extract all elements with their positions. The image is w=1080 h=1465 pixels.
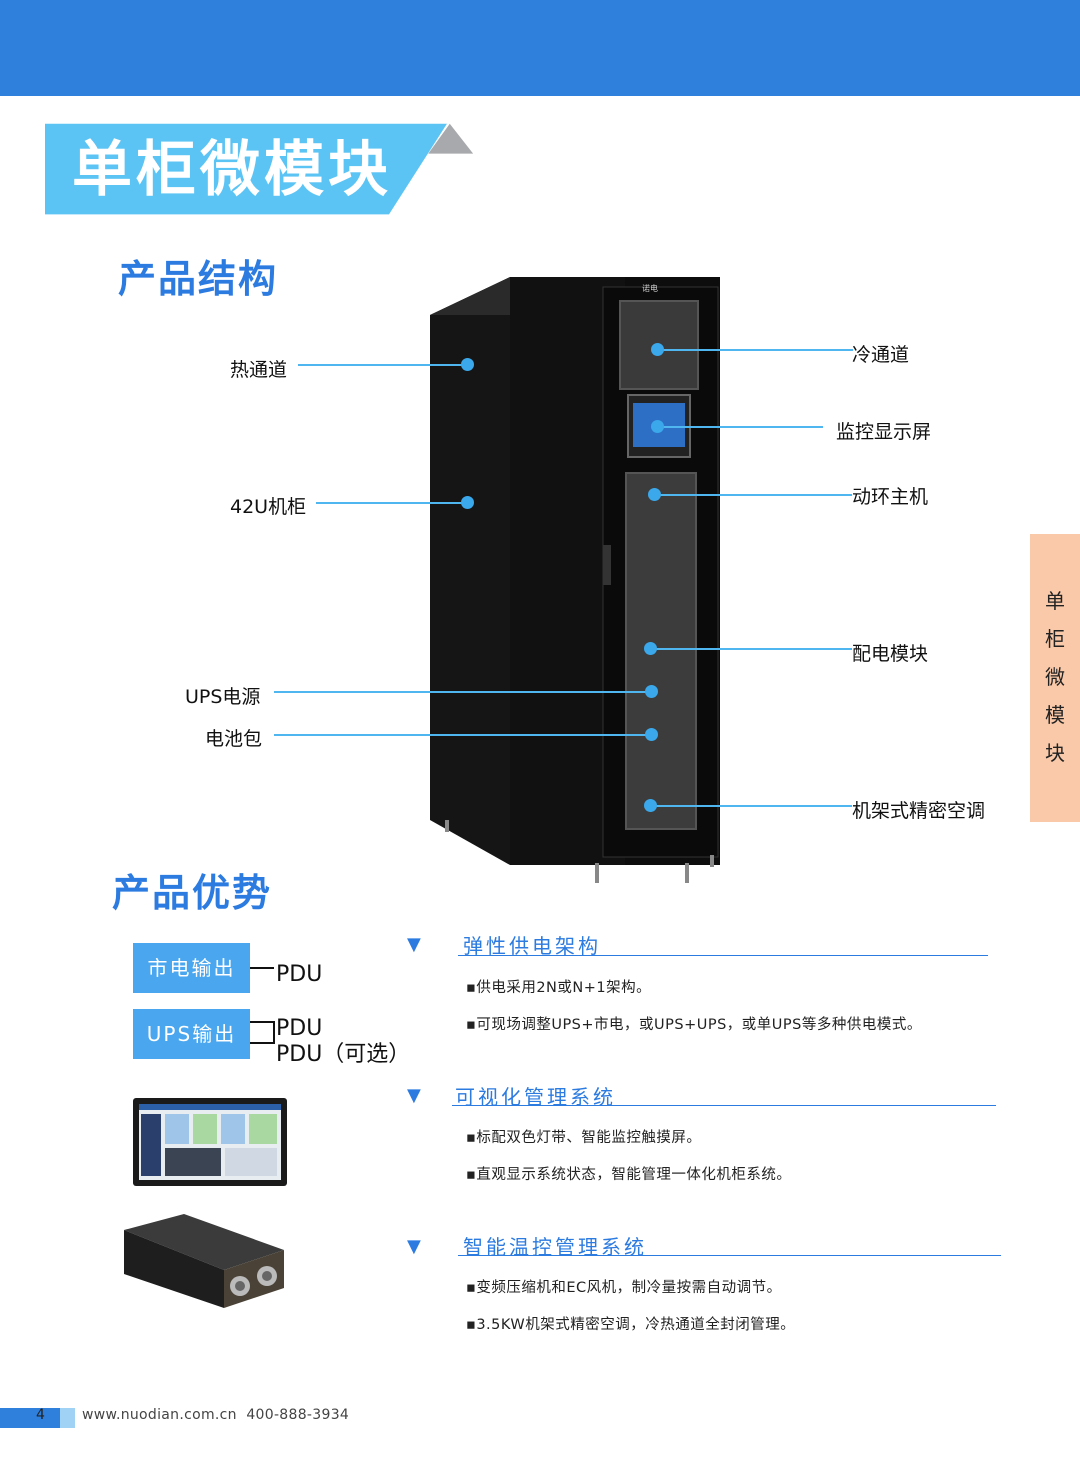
callout-power-module: 配电模块 <box>852 643 929 665</box>
callout-monitor-screen: 监控显示屏 <box>836 421 932 443</box>
side-tab-char: 单 <box>1045 589 1065 613</box>
section-title-structure: 产品结构 <box>118 257 279 301</box>
ac-unit-image <box>124 1214 284 1308</box>
feature-arrow-icon: ▼ <box>407 1236 421 1257</box>
touchscreen-image <box>133 1098 287 1186</box>
feature-arrow-icon: ▼ <box>407 1085 421 1106</box>
callout-line-battery <box>274 734 651 736</box>
callout-dot-ups <box>645 685 658 698</box>
callout-line-rack-ac <box>651 805 852 807</box>
cabinet-illustration: 诺电 <box>430 277 720 883</box>
side-tab-char: 微 <box>1045 665 1065 689</box>
feature-item: ▪供电采用2N或N+1架构。 <box>466 980 652 996</box>
svg-text:诺电: 诺电 <box>642 283 658 293</box>
side-tab <box>1030 534 1080 822</box>
feature-item: ▪3.5KW机架式精密空调，冷热通道全封闭管理。 <box>466 1317 796 1333</box>
callout-line-env-host <box>655 494 852 496</box>
side-tab-text: 单 柜 微 模 块 <box>1030 582 1080 772</box>
footer-accent <box>60 1408 75 1428</box>
footer-contact: www.nuodian.com.cn 400-888-3934 <box>82 1407 350 1423</box>
page-number: 4 <box>36 1407 45 1423</box>
callout-dot-cabinet <box>461 496 474 509</box>
pdu-connector-line <box>250 1042 274 1044</box>
feature-underline <box>458 1255 1001 1256</box>
page-title: 单柜微模块 <box>72 135 392 205</box>
feature-arrow-icon: ▼ <box>407 934 421 955</box>
callout-line-cold-aisle <box>658 349 853 351</box>
callout-line-monitor <box>658 426 823 428</box>
side-tab-char: 柜 <box>1045 627 1065 651</box>
footer-bar <box>0 1408 75 1428</box>
callout-cabinet-42u: 42U机柜 <box>230 496 307 518</box>
callout-dot-cold-aisle <box>651 343 664 356</box>
callout-dot-hot-aisle <box>461 358 474 371</box>
title-banner <box>45 123 474 215</box>
ups-output-label: UPS输出 <box>133 1009 250 1059</box>
pdu-label: PDU <box>276 962 323 987</box>
pdu-optional-label: PDU（可选） <box>276 1042 411 1067</box>
feature-item: ▪可现场调整UPS+市电，或UPS+UPS，或单UPS等多种供电模式。 <box>466 1017 922 1033</box>
callout-env-host: 动环主机 <box>852 486 929 508</box>
pdu-connector-line <box>250 1021 274 1023</box>
feature-underline <box>458 955 988 956</box>
callout-line-hot-aisle <box>298 364 468 366</box>
pdu-connector-line <box>250 967 274 969</box>
side-tab-char: 块 <box>1045 741 1065 765</box>
callout-dot-monitor <box>651 420 664 433</box>
section-title-advantages: 产品优势 <box>112 871 273 915</box>
callout-dot-battery <box>645 728 658 741</box>
feature-item: ▪直观显示系统状态，智能管理一体化机柜系统。 <box>466 1167 792 1183</box>
callout-line-power-module <box>651 648 852 650</box>
callout-dot-rack-ac <box>644 799 657 812</box>
callout-ups: UPS电源 <box>185 686 261 708</box>
side-tab-char: 模 <box>1045 703 1065 727</box>
top-band <box>0 0 1080 96</box>
callout-rack-ac: 机架式精密空调 <box>852 800 986 822</box>
callout-hot-aisle: 热通道 <box>230 359 288 381</box>
callout-line-cabinet <box>316 502 468 504</box>
pdu-connector-vertical <box>273 1021 275 1044</box>
callout-cold-aisle: 冷通道 <box>852 344 910 366</box>
feature-item: ▪变频压缩机和EC风机，制冷量按需自动调节。 <box>466 1280 782 1296</box>
pdu-label: PDU <box>276 1016 323 1041</box>
feature-item: ▪标配双色灯带、智能监控触摸屏。 <box>466 1130 702 1146</box>
callout-dot-env-host <box>648 488 661 501</box>
callout-line-ups <box>274 691 651 693</box>
callout-battery: 电池包 <box>205 728 263 750</box>
callout-dot-power-module <box>644 642 657 655</box>
mains-output-label: 市电输出 <box>133 943 250 993</box>
feature-title: 弹性供电架构 <box>463 934 601 958</box>
feature-underline <box>452 1105 996 1106</box>
